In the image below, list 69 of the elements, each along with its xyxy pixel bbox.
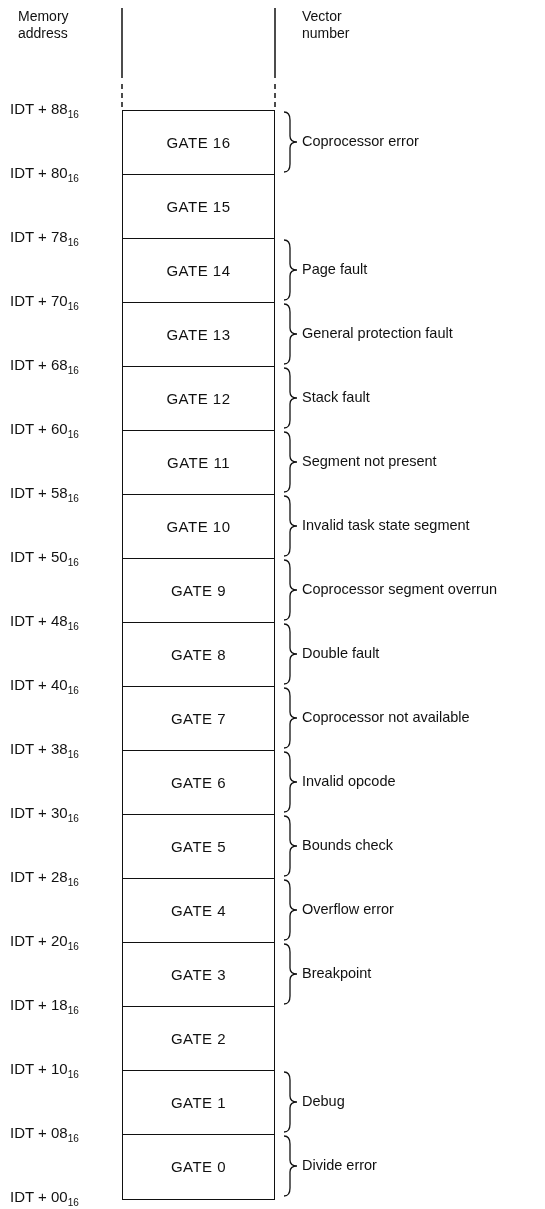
address-label: IDT + 78$_{16}$ [10, 228, 79, 248]
gate-entry [122, 1070, 275, 1136]
gate-entry [122, 174, 275, 240]
gate-entry [122, 302, 275, 368]
gate-entry [122, 1134, 275, 1200]
gate-label: GATE 6 [170, 774, 227, 792]
address-label: IDT + 58$_{16}$ [10, 484, 79, 504]
column-heading: Memory address [18, 8, 70, 42]
gate-label: GATE 8 [170, 646, 227, 664]
address-label: IDT + 50$_{16}$ [10, 548, 79, 568]
gate-label: GATE 10 [166, 518, 231, 536]
address-label: IDT + 10$_{16}$ [10, 1060, 79, 1080]
gate-label: GATE 4 [170, 902, 227, 920]
address-label: IDT + 88$_{16}$ [10, 100, 79, 120]
gate-entry [122, 366, 275, 432]
address-label: IDT + 18$_{16}$ [10, 996, 79, 1016]
gate-label: GATE 2 [170, 1030, 227, 1048]
gate-label: GATE 13 [166, 326, 231, 344]
address-label: IDT + 00$_{16}$ [10, 1188, 79, 1208]
gate-entry [122, 494, 275, 560]
gate-label: GATE 5 [170, 838, 227, 856]
address-label: IDT + 28$_{16}$ [10, 868, 79, 888]
gate-entry [122, 1006, 275, 1072]
vector-name: Overflow error [302, 901, 394, 917]
gate-entry [122, 750, 275, 816]
gate-entry [122, 878, 275, 944]
gate-label: GATE 7 [170, 710, 227, 728]
gate-label: GATE 11 [167, 454, 230, 472]
address-label: IDT + 60$_{16}$ [10, 420, 79, 440]
gate-label: GATE 3 [170, 966, 227, 984]
vector-name: Divide error [302, 1157, 377, 1173]
gate-label: GATE 1 [170, 1094, 227, 1112]
vector-name: Coprocessor not available [302, 709, 470, 725]
gate-label: GATE 12 [166, 390, 231, 408]
gate-entry [122, 430, 275, 496]
column-heading: Vector number [302, 8, 351, 42]
address-label: IDT + 20$_{16}$ [10, 932, 79, 952]
vector-name: Double fault [302, 645, 380, 661]
address-label: IDT + 30$_{16}$ [10, 804, 79, 824]
gate-label: GATE 0 [170, 1158, 227, 1176]
vector-name: Coprocessor error [302, 133, 419, 149]
vector-name: Stack fault [302, 389, 370, 405]
gate-entry [122, 238, 275, 304]
gate-entry [122, 110, 275, 176]
vector-name: Bounds check [302, 837, 394, 853]
gate-label: GATE 15 [166, 198, 231, 216]
gate-entry [122, 558, 275, 624]
address-label: IDT + 38$_{16}$ [10, 740, 79, 760]
gate-entry [122, 942, 275, 1008]
vector-name: General protection fault [302, 325, 453, 341]
address-label: IDT + 70$_{16}$ [10, 292, 79, 312]
vector-name: Coprocessor segment overrun [302, 581, 498, 597]
address-label: IDT + 68$_{16}$ [10, 356, 79, 376]
vector-name: Page fault [302, 261, 368, 277]
vector-name: Invalid task state segment [302, 517, 470, 533]
vector-name: Invalid opcode [302, 773, 396, 789]
address-label: IDT + 80$_{16}$ [10, 164, 79, 184]
vector-name: Segment not present [302, 453, 437, 469]
address-label: IDT + 48$_{16}$ [10, 612, 79, 632]
address-label: IDT + 08$_{16}$ [10, 1124, 79, 1144]
gate-entry [122, 622, 275, 688]
gate-label: GATE 16 [166, 134, 231, 152]
gate-entry [122, 686, 275, 752]
gate-label: GATE 9 [170, 582, 227, 600]
vector-name: Debug [302, 1093, 345, 1109]
vector-name: Breakpoint [302, 965, 372, 981]
address-label: IDT + 40$_{16}$ [10, 676, 79, 696]
gate-label: GATE 14 [166, 262, 231, 280]
gate-entry [122, 814, 275, 880]
